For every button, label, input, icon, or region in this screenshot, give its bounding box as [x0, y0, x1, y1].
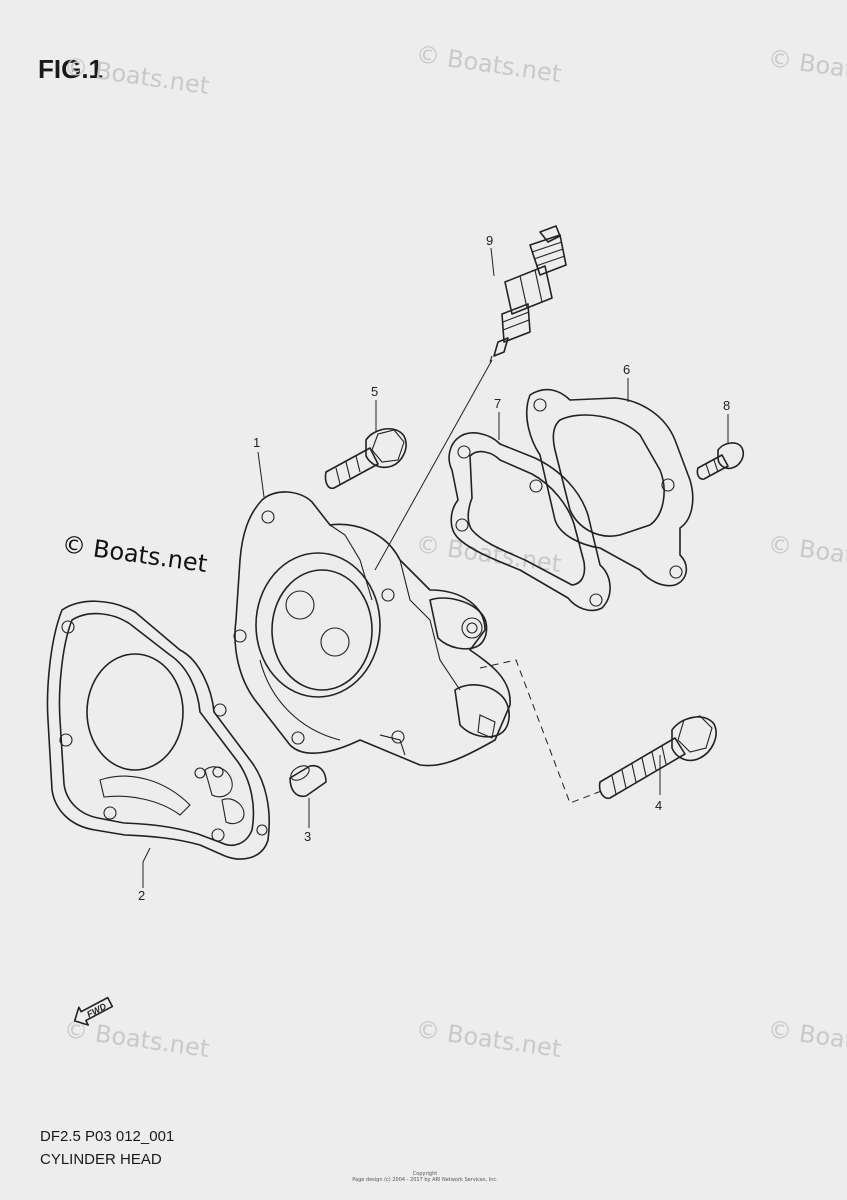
leader-line [257, 451, 265, 498]
callout-7: 7 [494, 396, 501, 411]
short-bolt[interactable] [324, 428, 407, 490]
callout-3: 3 [304, 829, 311, 844]
alignment-line [479, 659, 605, 804]
cylinder-head-gasket[interactable] [46, 600, 270, 860]
callout-2: 2 [138, 888, 145, 903]
gasket[interactable] [448, 432, 611, 612]
callout-9: 9 [486, 233, 493, 248]
copyright: Copyright Page design (c) 2004 - 2017 by… [300, 1171, 550, 1183]
callout-6: 6 [623, 362, 630, 377]
callout-4: 4 [655, 798, 662, 813]
long-bolt[interactable] [598, 715, 717, 800]
model-code: DF2.5 P03 012_001 [40, 1128, 175, 1145]
dowel-pin[interactable] [288, 763, 327, 798]
section-name: CYLINDER HEAD [40, 1151, 162, 1168]
leader-line [490, 247, 495, 277]
callout-5: 5 [371, 384, 378, 399]
spark-plug[interactable] [489, 225, 567, 363]
fwd-arrow-icon: FWD [73, 996, 114, 1026]
callout-8: 8 [723, 398, 730, 413]
callout-1: 1 [253, 435, 260, 450]
copyright-line: Page design (c) 2004 - 2017 by ARI Netwo… [352, 1177, 498, 1183]
leader-line [142, 847, 151, 888]
cover[interactable] [526, 388, 694, 587]
figure-title: FIG.1 [38, 54, 104, 84]
leader-line [374, 359, 493, 571]
copyright-line: Copyright [412, 1171, 438, 1177]
small-bolt[interactable] [696, 442, 745, 480]
cylinder-head[interactable] [233, 491, 511, 767]
